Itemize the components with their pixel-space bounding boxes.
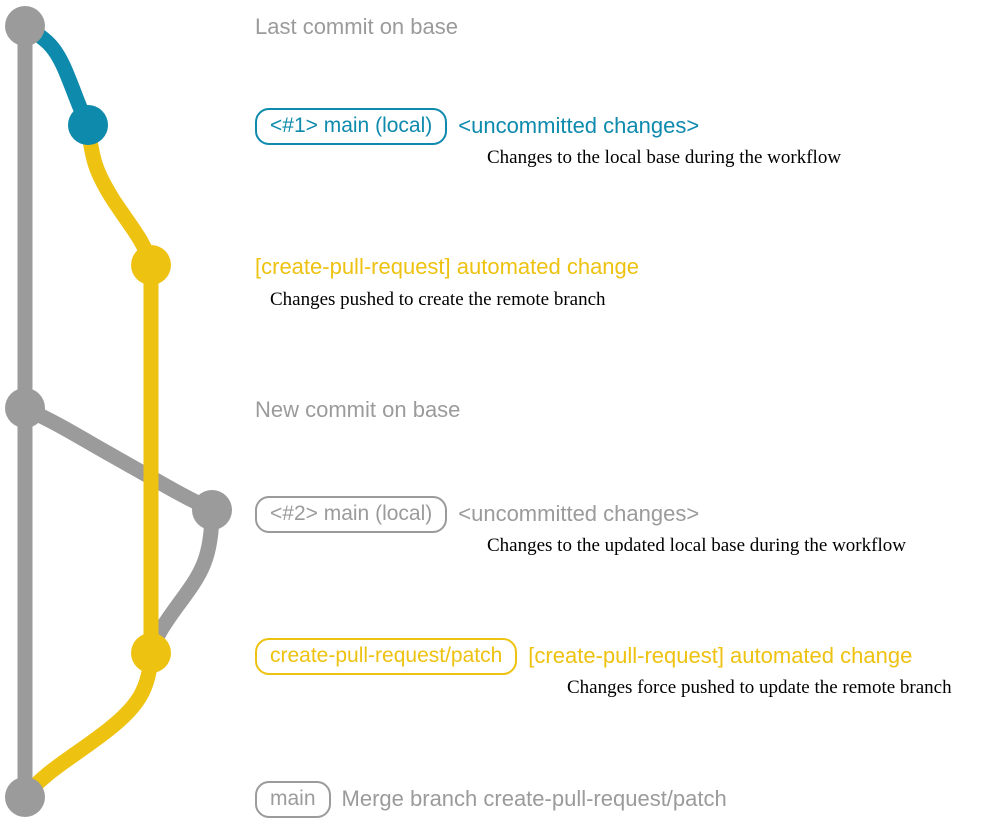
commit-node-merge[interactable] [5,777,45,817]
edge-local1-to-patch1 [80,117,159,273]
commit-subject: Last commit on base [255,14,458,39]
commit-node-patch-1[interactable] [131,245,171,285]
commit-row-local-1: <#1> main (local) <uncommitted changes> [255,107,700,145]
commit-description-patch-2: Changes force pushed to update the remot… [567,677,952,698]
ref-chip-main-local-2[interactable]: <#2> main (local) [255,495,448,533]
commit-node-local-2[interactable] [192,490,232,530]
edge-patch2-to-merge [17,645,159,805]
commit-description-local-1: Changes to the local base during the wor… [487,147,842,168]
commit-subject: [create-pull-request] automated change [255,254,640,279]
commit-row-patch-2: create-pull-request/patch [create-pull-r… [255,637,913,675]
commit-row-base-new: New commit on base [255,396,460,424]
commit-node-patch-2[interactable] [131,633,171,673]
commit-description-patch-1: Changes pushed to create the remote bran… [270,289,606,310]
commit-row-local-2: <#2> main (local) <uncommitted changes> [255,495,700,533]
commit-row-base-old: Last commit on base [255,12,458,42]
commit-node-local-1[interactable] [68,105,108,145]
edge-base-to-local2 [17,400,220,518]
commit-node-base-old[interactable] [5,6,45,46]
commit-subject: New commit on base [255,397,461,422]
commit-subject: Merge branch create-pull-request/patch [341,786,727,811]
ref-chip-main[interactable]: main [255,780,331,818]
commit-subject: <uncommitted changes> [458,501,700,526]
commit-row-merge: main Merge branch create-pull-request/pa… [255,780,727,818]
edge-local2-to-patch2 [143,502,220,661]
commit-description-local-2: Changes to the updated local base during… [487,535,906,556]
commit-row-patch-1: [create-pull-request] automated change [255,253,639,281]
commit-node-base-new[interactable] [5,388,45,428]
commit-subject: [create-pull-request] automated change [528,643,913,668]
commit-subject: <uncommitted changes> [458,113,700,138]
ref-chip-create-pull-request-patch[interactable]: create-pull-request/patch [255,637,518,675]
ref-chip-main-local-1[interactable]: <#1> main (local) [255,107,448,145]
